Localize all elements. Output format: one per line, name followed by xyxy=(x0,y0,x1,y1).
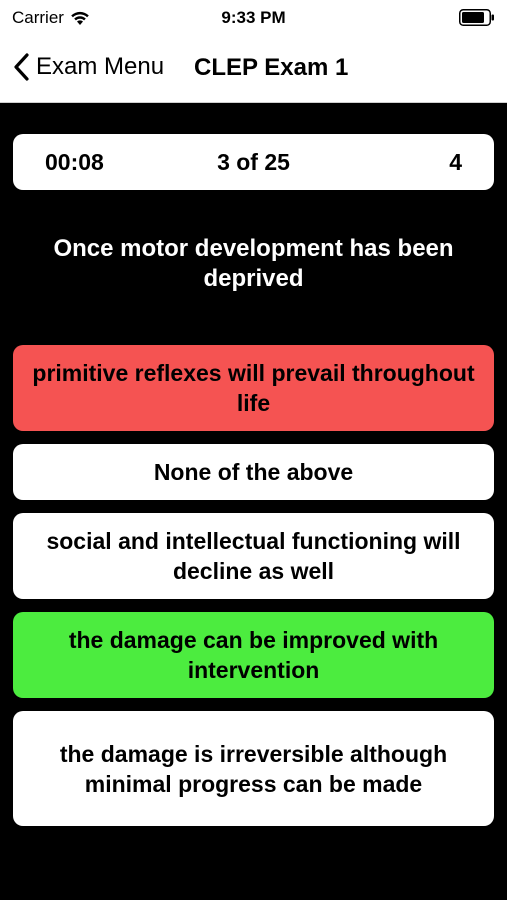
back-button[interactable]: Exam Menu xyxy=(12,52,164,82)
answer-option-4[interactable]: the damage can be improved with interven… xyxy=(13,612,494,698)
wifi-icon xyxy=(71,11,89,25)
nav-bar: Exam Menu CLEP Exam 1 xyxy=(0,36,507,103)
question-text: Once motor development has been deprived xyxy=(53,235,454,292)
question-progress: 3 of 25 xyxy=(217,149,290,175)
score: 4 xyxy=(449,149,462,175)
answer-label: the damage can be improved with interven… xyxy=(68,627,439,683)
timer: 00:08 xyxy=(45,149,104,175)
battery-icon xyxy=(459,9,494,26)
answer-label: None of the above xyxy=(153,459,354,485)
answer-label: the damage is irreversible although mini… xyxy=(59,740,448,797)
status-carrier: Carrier xyxy=(12,8,90,28)
answer-option-3[interactable]: social and intellectual functioning will… xyxy=(13,513,494,599)
status-bar: Carrier 9:33 PM xyxy=(0,0,507,36)
answer-option-5[interactable]: the damage is irreversible although mini… xyxy=(13,711,494,826)
answer-label: primitive reflexes will prevail througho… xyxy=(32,360,475,416)
answer-label: social and intellectual functioning will… xyxy=(46,528,461,584)
exam-info-bar: 00:08 3 of 25 4 xyxy=(13,134,494,190)
answer-option-1[interactable]: primitive reflexes will prevail througho… xyxy=(13,345,494,431)
answer-option-2[interactable]: None of the above xyxy=(13,444,494,500)
status-time: 9:33 PM xyxy=(221,8,286,27)
carrier-label: Carrier xyxy=(12,8,64,27)
page-title: CLEP Exam 1 xyxy=(194,54,349,81)
chevron-left-icon xyxy=(14,53,29,81)
back-label: Exam Menu xyxy=(36,53,165,80)
